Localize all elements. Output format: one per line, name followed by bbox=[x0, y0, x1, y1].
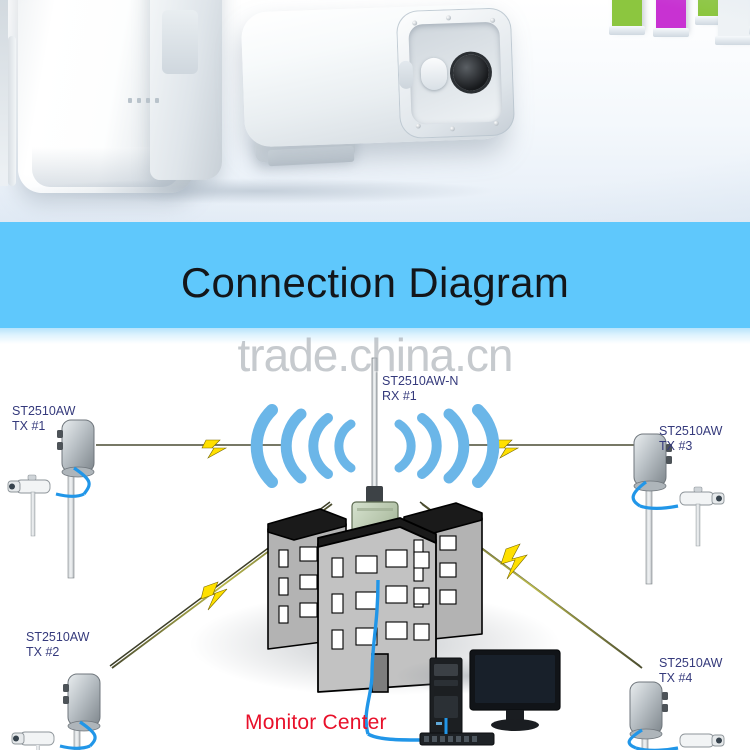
wifi-signal-right bbox=[394, 404, 500, 488]
wifi-signal-left bbox=[250, 404, 356, 488]
lightning-bolt bbox=[200, 581, 228, 611]
label-tx1-port: TX #1 bbox=[12, 419, 46, 433]
section-banner: Connection Diagram bbox=[0, 222, 750, 328]
label-tx4-model: ST2510AW bbox=[659, 656, 723, 670]
label-tx2-model: ST2510AW bbox=[26, 630, 90, 644]
rx-mount-clamp bbox=[366, 486, 383, 504]
label-tx1: ST2510AW TX #1 bbox=[12, 404, 75, 434]
product-photo bbox=[0, 0, 750, 222]
building-windows bbox=[278, 535, 457, 650]
diagram-canvas bbox=[7, 357, 725, 750]
label-tx3-model: ST2510AW bbox=[659, 424, 723, 438]
monitor-center-equipment bbox=[395, 649, 561, 746]
banner-fade bbox=[0, 328, 750, 344]
photo-vignette bbox=[0, 0, 750, 222]
backbone-lan-cable bbox=[364, 579, 380, 735]
label-tx2: ST2510AW TX #2 bbox=[26, 630, 89, 660]
label-tx3: ST2510AW TX #3 bbox=[659, 424, 722, 454]
connection-diagram: ST2510AW TX #1 ST2510AW TX #2 ST2510AW T… bbox=[0, 344, 750, 750]
label-tx1-model: ST2510AW bbox=[12, 404, 76, 418]
lightning-bolt bbox=[201, 439, 228, 459]
lan-cable-to-switch bbox=[367, 732, 421, 742]
label-tx4: ST2510AW TX #4 bbox=[659, 656, 722, 686]
node-tx1 bbox=[7, 419, 95, 579]
node-tx3 bbox=[631, 433, 725, 585]
lightning-bolt bbox=[500, 543, 528, 580]
label-tx3-port: TX #3 bbox=[659, 439, 693, 453]
monitor-center-label: Monitor Center bbox=[245, 711, 387, 734]
label-rx1-model: ST2510AW-N bbox=[382, 374, 459, 388]
label-tx4-port: TX #4 bbox=[659, 671, 693, 685]
label-rx1: ST2510AW-N RX #1 bbox=[382, 374, 458, 404]
node-tx4 bbox=[627, 681, 725, 750]
node-tx2 bbox=[11, 673, 101, 750]
label-tx2-port: TX #2 bbox=[26, 645, 60, 659]
label-rx1-port: RX #1 bbox=[382, 389, 417, 403]
page-title: Connection Diagram bbox=[180, 259, 570, 306]
building-door bbox=[371, 653, 389, 693]
